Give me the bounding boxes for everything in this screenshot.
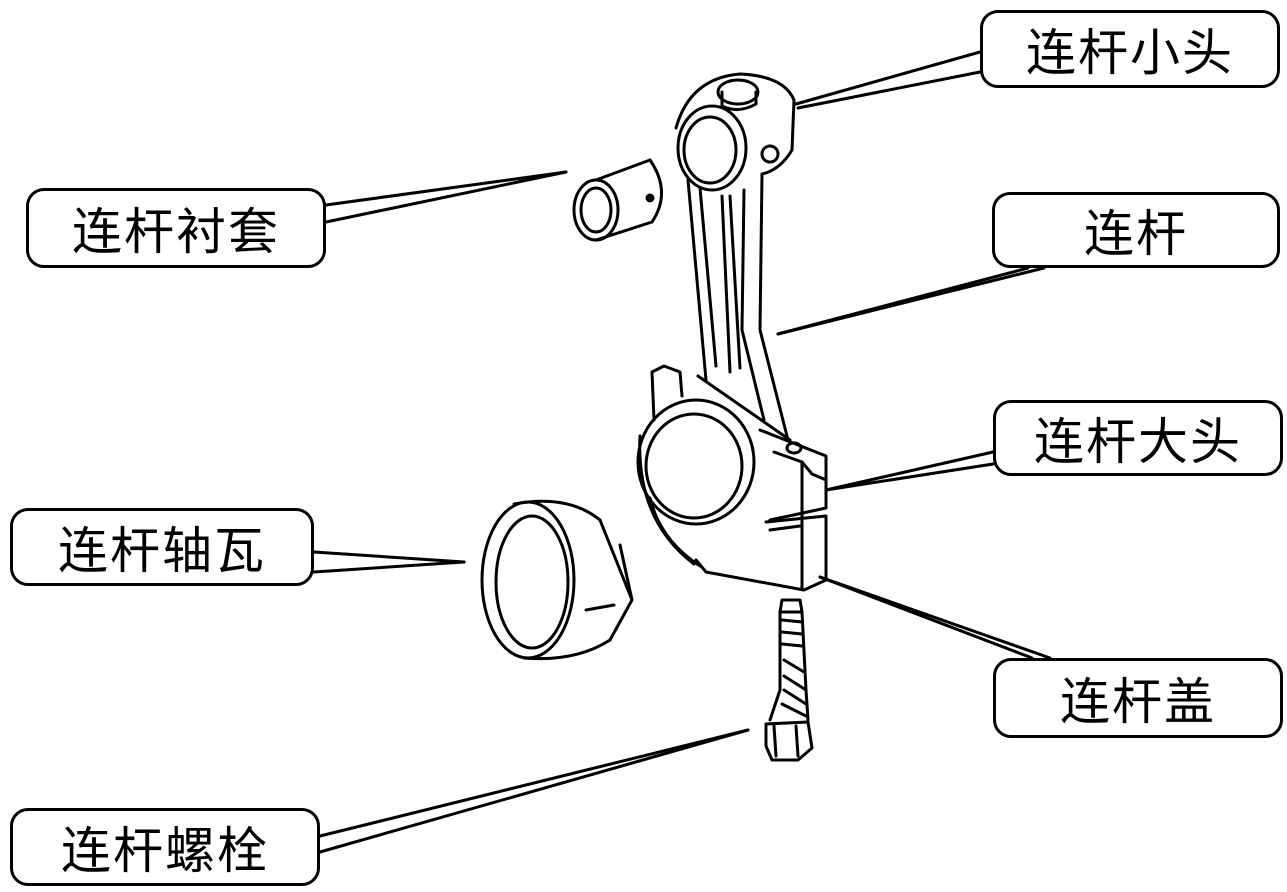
bushing-drawing [572, 158, 663, 242]
bearing-shell-drawing [480, 499, 634, 661]
leader-small-end [794, 50, 982, 110]
leader-bearing [312, 550, 466, 574]
label-big-end: 连杆大头 [993, 400, 1283, 476]
label-cap: 连杆盖 [993, 658, 1283, 738]
label-bearing: 连杆轴瓦 [10, 508, 314, 586]
leader-bolt [318, 728, 750, 854]
bolt-drawing [764, 598, 814, 762]
connecting-rod-drawing [636, 72, 828, 592]
label-bushing: 连杆衬套 [26, 188, 326, 268]
leader-bushing [324, 170, 568, 224]
leader-big-end [824, 450, 995, 492]
leader-cap [818, 575, 1052, 660]
label-rod: 连杆 [992, 192, 1280, 268]
label-bolt: 连杆螺栓 [10, 808, 320, 886]
leader-rod [776, 266, 1046, 336]
label-small-end: 连杆小头 [980, 10, 1280, 88]
